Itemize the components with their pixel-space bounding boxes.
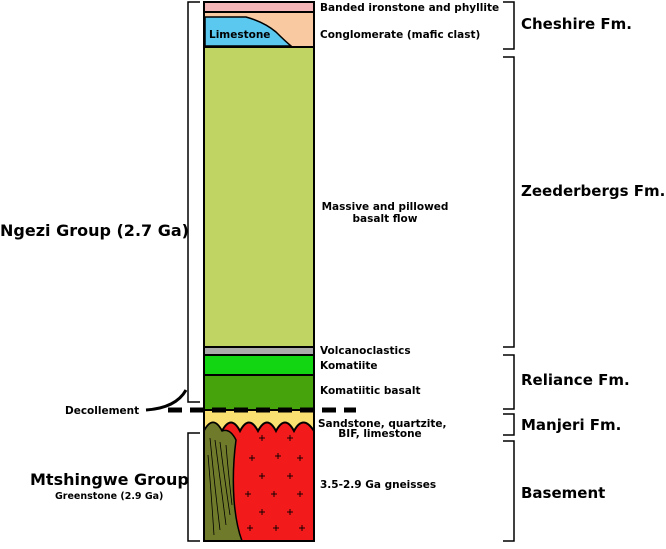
gneiss-cross-mark [259,435,265,441]
label-mtshingwe-group: Mtshingwe Group [30,470,189,489]
label-greenstone: Greenstone (2.9 Ga) [55,491,163,502]
column-outline [203,1,315,542]
gneiss-cross-mark [287,509,293,515]
layer-komatiite [203,354,315,376]
gneiss-cross-mark [273,525,279,531]
layer-volcanoclastics [203,346,315,356]
gneiss-cross-mark [287,473,293,479]
gneiss-cross-mark [287,435,293,441]
label-conglomerate: Conglomerate (mafic clast) [320,29,480,41]
label-reliance-fm: Reliance Fm. [521,371,630,389]
label-basement: Basement [521,484,605,502]
gneiss-crosses [245,435,305,531]
label-banded-ironstone: Banded ironstone and phyllite [320,2,499,14]
label-basalt-line1: Massive and pillowed [322,201,449,213]
label-sandstone-line1: Sandstone, quartzite, [318,418,446,430]
gneiss-cross-mark [259,473,265,479]
mtshingwe-bracket [187,432,200,542]
zeederbergs-bracket [503,56,515,348]
greenstone-foliation [207,437,233,536]
label-komatiitic-basalt: Komatiitic basalt [320,385,420,397]
label-limestone: Limestone [209,29,270,41]
decollement-curve [145,389,188,412]
gneiss-cross-mark [259,509,265,515]
gneiss-cross-mark [275,453,281,459]
label-cheshire-fm: Cheshire Fm. [521,15,632,33]
gneiss-cross-mark [297,455,303,461]
limestone-lens [204,16,294,47]
layer-banded-ironstone [203,1,315,13]
gneiss-cross-mark [299,525,305,531]
gneiss-cross-mark [297,491,303,497]
label-basalt-line2: basalt flow [353,213,418,225]
gneiss-cross-mark [245,491,251,497]
gneiss-cross-mark [249,455,255,461]
layer-komatiitic-basalt [203,374,315,411]
label-komatiite: Komatiite [320,360,378,372]
label-gneisses: 3.5-2.9 Ga gneisses [320,479,436,491]
gneiss-cross-mark [271,491,277,497]
basement-bracket [503,440,515,542]
label-manjeri-fm: Manjeri Fm. [521,416,621,434]
label-sandstone-line2: BIF, limestone [338,428,421,440]
label-volcanoclastics: Volcanoclastics [320,345,411,357]
ngezi-bracket [187,1,200,403]
gneiss-cross-mark [247,525,253,531]
layer-massive-basalt [203,46,315,348]
label-ngezi-group: Ngezi Group (2.7 Ga) [0,221,189,240]
manjeri-bracket [503,413,515,436]
layer-greenstone [203,421,244,542]
cheshire-bracket [503,1,515,50]
reliance-bracket [503,354,515,410]
label-decollement: Decollement [65,405,139,417]
label-zeederbergs-fm: Zeederbergs Fm. [521,182,665,200]
